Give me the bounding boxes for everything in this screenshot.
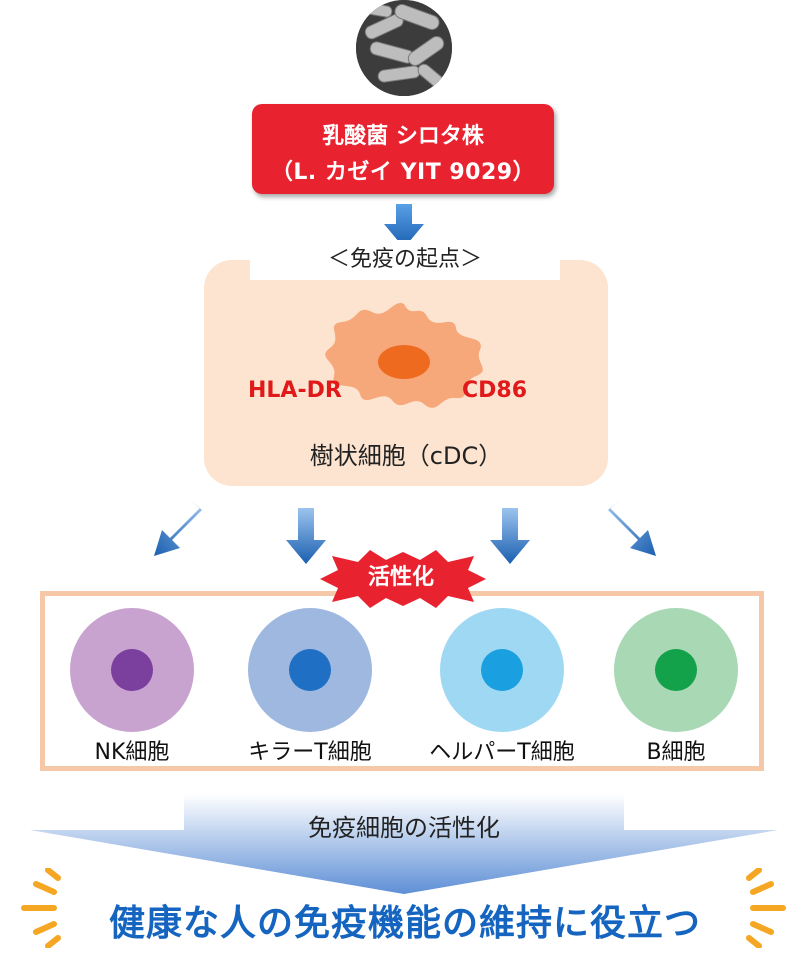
activation-badge-shape bbox=[320, 550, 486, 608]
big-down-arrow-icon bbox=[30, 794, 778, 894]
arrow-down-icon bbox=[490, 508, 530, 564]
nk-cell-icon bbox=[70, 608, 194, 732]
immune-activation-label: 免疫細胞の活性化 bbox=[308, 814, 500, 842]
right-burst-icon bbox=[746, 868, 786, 948]
arrow-down-left-icon bbox=[154, 500, 202, 556]
marker-hla-dr: HLA-DR bbox=[248, 378, 342, 403]
down-arrow-icon bbox=[384, 204, 424, 248]
main-message: 健康な人の免疫機能の維持に役立つ bbox=[108, 903, 701, 944]
cell-label-nk: NK細胞 bbox=[94, 740, 170, 765]
bacteria-micrograph bbox=[356, 0, 452, 96]
strain-name: 乳酸菌 シロタ株 bbox=[322, 124, 484, 149]
dendritic-cell-label: 樹状細胞（cDC） bbox=[309, 442, 503, 470]
dendritic-cell-icon bbox=[325, 302, 483, 408]
activation-badge: 活性化 bbox=[367, 565, 434, 590]
arrow-down-right-icon bbox=[608, 500, 656, 556]
marker-cd86: CD86 bbox=[462, 378, 528, 403]
b-cell-icon bbox=[614, 608, 738, 732]
cell-label-helper-t: ヘルパーT細胞 bbox=[429, 740, 575, 765]
cell-label-b: B細胞 bbox=[646, 740, 706, 765]
immune-start-label: ＜免疫の起点＞ bbox=[250, 240, 560, 280]
killer-t-cell-icon bbox=[248, 608, 372, 732]
helper-t-cell-icon bbox=[440, 608, 564, 732]
strain-box: 乳酸菌 シロタ株 （L. カゼイ YIT 9029） bbox=[252, 104, 554, 194]
left-burst-icon bbox=[21, 868, 61, 948]
cell-label-killer-t: キラーT細胞 bbox=[248, 740, 372, 765]
arrow-down-icon bbox=[286, 508, 326, 564]
strain-code: （L. カゼイ YIT 9029） bbox=[270, 160, 536, 185]
